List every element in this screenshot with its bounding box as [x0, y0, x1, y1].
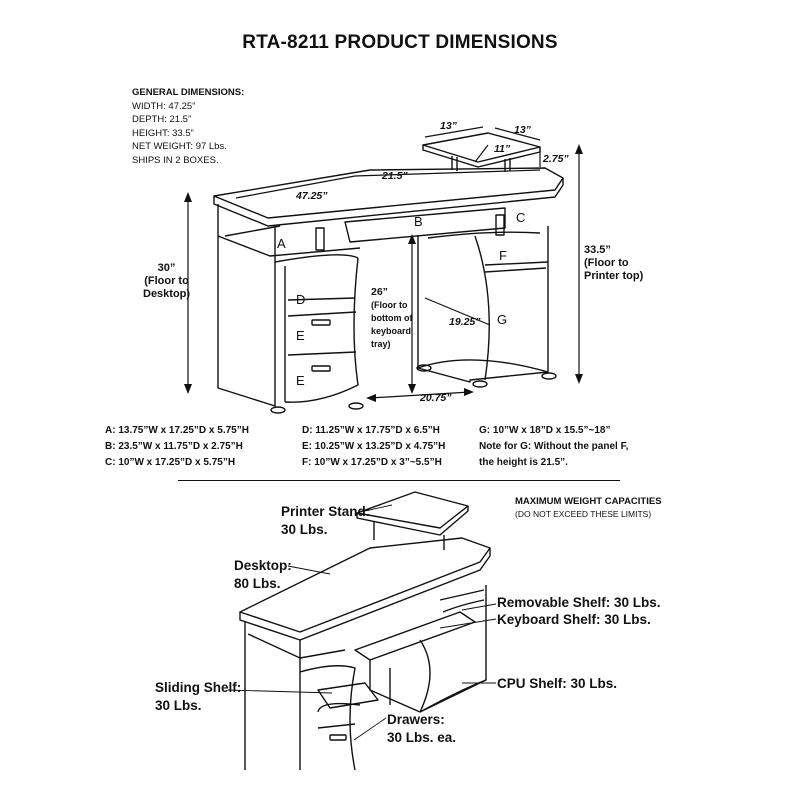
- part-letter-a: A: [277, 236, 286, 251]
- sliding-shelf-value: 30 Lbs.: [155, 698, 202, 713]
- spec-e: E: 10.25”W x 13.25”D x 4.75”H: [302, 441, 446, 452]
- desktop-weight: Desktop: 80 Lbs.: [234, 557, 292, 593]
- keyboard-shelf-weight: Keyboard Shelf: 30 Lbs.: [497, 612, 651, 627]
- spec-b: B: 23.5”W x 11.75”D x 2.75”H: [105, 441, 243, 452]
- printer-stand-label: Printer Stand:: [281, 504, 371, 519]
- height-desk-note2: Desktop): [143, 288, 191, 300]
- section-divider: [178, 480, 620, 481]
- part-letter-g: G: [497, 312, 508, 327]
- keyboard-tray-shape: [344, 207, 506, 243]
- printer-depth-label: 13”: [514, 124, 531, 136]
- height-desk-value: 30”: [157, 262, 176, 274]
- spec-g-note2: the height is 21.5”.: [479, 457, 568, 468]
- height-total-label: 33.5” (Floor to Printer top): [584, 244, 643, 283]
- keyboard-height-value: 26”: [371, 286, 388, 298]
- width-label: 47.25”: [296, 190, 328, 202]
- cpu-shelf-weight: CPU Shelf: 30 Lbs.: [497, 676, 618, 691]
- spec-column-1: A: 13.75”W x 17.25”D x 5.75”H B: 23.5”W …: [105, 423, 249, 471]
- sliding-shelf-label: Sliding Shelf:: [155, 680, 242, 695]
- removable-shelf-weight: Removable Shelf: 30 Lbs.: [497, 595, 661, 610]
- printer-stand-value: 30 Lbs.: [281, 522, 328, 537]
- general-dimensions: GENERAL DIMENSIONS: WIDTH: 47.25” DEPTH:…: [132, 86, 244, 168]
- part-letter-f: F: [499, 248, 507, 263]
- general-dimensions-heading: GENERAL DIMENSIONS:: [132, 87, 245, 98]
- height-total-value: 33.5”: [584, 244, 611, 256]
- part-letter-b: B: [414, 214, 423, 229]
- spec-c: C: 10”W x 17.25”D x 5.75”H: [105, 457, 236, 468]
- keyboard-height-label: 26” (Floor to bottom of keyboard tray): [371, 286, 412, 351]
- part-letter-e-upper: E: [296, 328, 305, 343]
- drawers-label: Drawers:: [387, 712, 445, 727]
- general-width: WIDTH: 47.25”: [132, 100, 196, 112]
- general-weight: NET WEIGHT: 97 Lbs.: [132, 141, 227, 153]
- spec-column-2: D: 11.25”W x 17.75”D x 6.5”H E: 10.25”W …: [302, 423, 445, 471]
- spec-f: F: 10”W x 17.25”D x 3”~5.5”H: [302, 457, 442, 468]
- spec-a: A: 13.75”W x 17.25”D x 5.75”H: [105, 425, 249, 436]
- desktop-value: 80 Lbs.: [234, 576, 281, 591]
- general-height: HEIGHT: 33.5”: [132, 127, 194, 139]
- printer-stand-weight: Printer Stand: 30 Lbs.: [281, 503, 370, 539]
- weight-subheading: (DO NOT EXCEED THESE LIMITS): [515, 509, 652, 519]
- keyboard-height-note1: (Floor to: [371, 300, 408, 310]
- printer-width-label: 13”: [440, 120, 457, 132]
- general-depth: DEPTH: 21.5”: [132, 114, 192, 126]
- weight-heading: MAXIMUM WEIGHT CAPACITIES: [515, 496, 662, 507]
- keyboard-height-note2: bottom of: [371, 313, 413, 323]
- height-total-note2: Printer top): [584, 270, 644, 282]
- drawers-weight: Drawers: 30 Lbs. ea.: [387, 711, 456, 747]
- cpu-width-label: 20.75”: [420, 392, 452, 404]
- height-total-note1: (Floor to: [584, 257, 629, 269]
- spec-g: G: 10”W x 18”D x 15.5”~18”: [479, 425, 611, 436]
- height-desk-label: 30” (Floor to Desktop): [143, 262, 190, 301]
- part-letter-e-lower: E: [296, 373, 305, 388]
- spec-g-note1: Note for G: Without the panel F,: [479, 441, 629, 452]
- general-boxes: SHIPS IN 2 BOXES.: [132, 154, 219, 166]
- keyboard-tray-shape-2: [354, 611, 476, 661]
- keyboard-height-note3: keyboard: [371, 326, 412, 336]
- part-letter-c: C: [516, 210, 526, 225]
- cpu-depth-label: 19.25”: [449, 316, 481, 328]
- sliding-shelf-weight: Sliding Shelf: 30 Lbs.: [155, 679, 241, 715]
- printer-inner-label: 11”: [494, 143, 511, 155]
- printer-height-label: 2.75”: [543, 153, 569, 165]
- drawers-value: 30 Lbs. ea.: [387, 730, 457, 745]
- spec-d: D: 11.25”W x 17.75”D x 6.5”H: [302, 425, 440, 436]
- page-title: RTA-8211 PRODUCT DIMENSIONS: [242, 32, 558, 53]
- depth-label: 21.5”: [382, 170, 408, 182]
- height-desk-note1: (Floor to: [144, 275, 189, 287]
- desktop-label: Desktop:: [234, 558, 292, 573]
- spec-column-3: G: 10”W x 18”D x 15.5”~18” Note for G: W…: [479, 423, 628, 471]
- keyboard-height-note4: tray): [371, 339, 391, 349]
- part-letter-d: D: [296, 292, 306, 307]
